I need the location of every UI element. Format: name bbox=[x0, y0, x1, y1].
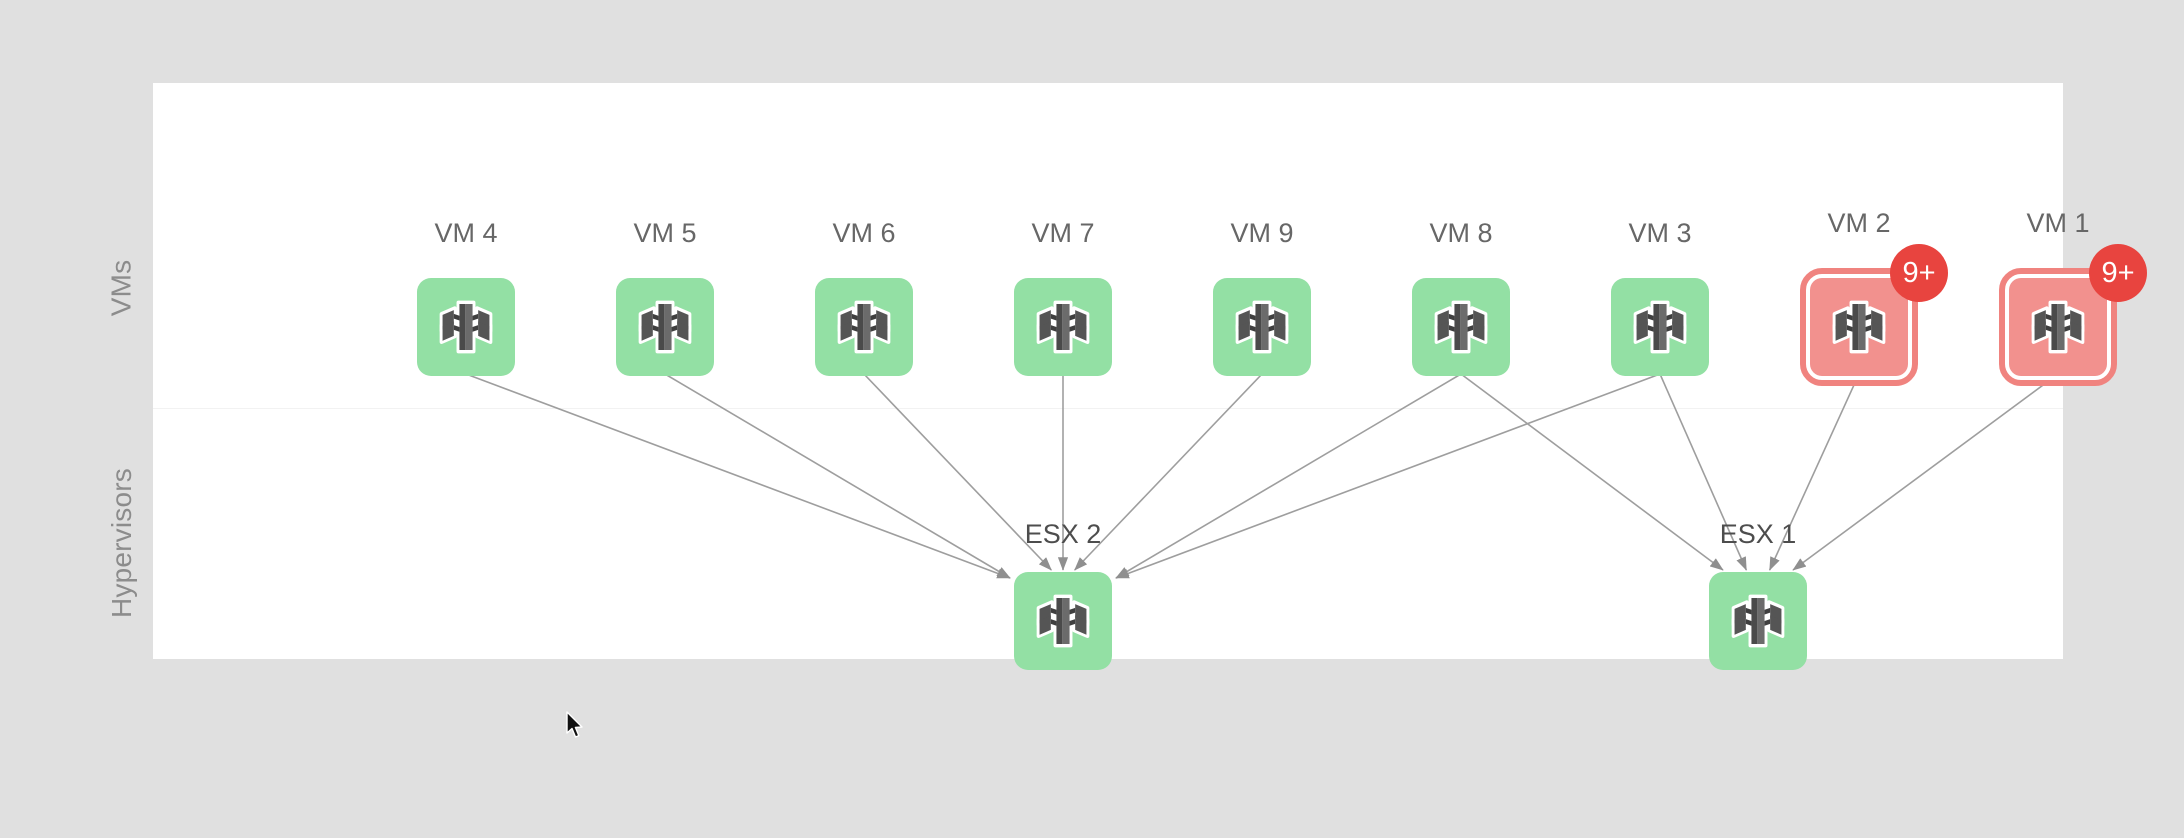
server-cube-icon bbox=[1633, 300, 1687, 354]
node-label-esx2: ESX 2 bbox=[1024, 519, 1102, 549]
node-label-esx1: ESX 1 bbox=[1719, 519, 1797, 549]
alert-count-badge[interactable]: 9+ bbox=[1890, 244, 1948, 302]
node-box-vm9[interactable] bbox=[1213, 278, 1311, 376]
node-label-vm2: VM 2 bbox=[1827, 208, 1891, 238]
node-esx1[interactable] bbox=[1709, 572, 1807, 670]
node-vm1[interactable]: 9+ bbox=[1999, 244, 2147, 386]
alert-count-badge[interactable]: 9+ bbox=[2089, 244, 2147, 302]
server-cube-icon bbox=[1731, 594, 1785, 648]
server-cube-icon bbox=[1036, 594, 1090, 648]
node-box-vm5[interactable] bbox=[616, 278, 714, 376]
node-label-vm9: VM 9 bbox=[1230, 218, 1294, 248]
node-box-vm8[interactable] bbox=[1412, 278, 1510, 376]
swimlane-divider bbox=[153, 408, 2063, 409]
server-cube-icon bbox=[439, 300, 493, 354]
node-esx2[interactable] bbox=[1014, 572, 1112, 670]
swimlane-label-hypervisors-text: Hypervisors bbox=[105, 467, 137, 619]
server-cube-icon bbox=[1036, 300, 1090, 354]
node-box-vm4[interactable] bbox=[417, 278, 515, 376]
server-cube-icon bbox=[837, 300, 891, 354]
server-cube-icon bbox=[638, 300, 692, 354]
node-box-vm1[interactable] bbox=[2009, 278, 2107, 376]
node-label-vm7: VM 7 bbox=[1031, 218, 1095, 248]
swimlane-label-vms: VMs bbox=[90, 153, 153, 423]
node-vm2[interactable]: 9+ bbox=[1800, 244, 1948, 386]
node-box-vm2[interactable] bbox=[1810, 278, 1908, 376]
node-label-vm1: VM 1 bbox=[2026, 208, 2090, 238]
node-vm6[interactable] bbox=[815, 278, 913, 376]
swimlane-rail: VMs Hypervisors bbox=[90, 83, 153, 659]
topology-diagram[interactable]: VMs Hypervisors VM 4 VM 5 VM 6 VM 7 VM 9 VM 8… bbox=[90, 83, 2147, 670]
node-box-esx2[interactable] bbox=[1014, 572, 1112, 670]
server-cube-icon bbox=[2031, 300, 2085, 354]
node-box-esx1[interactable] bbox=[1709, 572, 1807, 670]
swimlane-label-vms-text: VMs bbox=[105, 259, 137, 317]
node-vm3[interactable] bbox=[1611, 278, 1709, 376]
server-cube-icon bbox=[1235, 300, 1289, 354]
node-vm9[interactable] bbox=[1213, 278, 1311, 376]
node-box-vm3[interactable] bbox=[1611, 278, 1709, 376]
node-box-vm6[interactable] bbox=[815, 278, 913, 376]
node-vm8[interactable] bbox=[1412, 278, 1510, 376]
server-cube-icon bbox=[1832, 300, 1886, 354]
node-vm5[interactable] bbox=[616, 278, 714, 376]
mouse-pointer-icon bbox=[566, 711, 583, 738]
node-label-vm4: VM 4 bbox=[434, 218, 498, 248]
node-box-vm7[interactable] bbox=[1014, 278, 1112, 376]
node-label-vm3: VM 3 bbox=[1628, 218, 1692, 248]
node-label-vm5: VM 5 bbox=[633, 218, 697, 248]
server-cube-icon bbox=[1434, 300, 1488, 354]
node-vm4[interactable] bbox=[417, 278, 515, 376]
node-label-vm8: VM 8 bbox=[1429, 218, 1493, 248]
swimlane-label-hypervisors: Hypervisors bbox=[90, 413, 153, 673]
node-label-vm6: VM 6 bbox=[832, 218, 896, 248]
node-vm7[interactable] bbox=[1014, 278, 1112, 376]
